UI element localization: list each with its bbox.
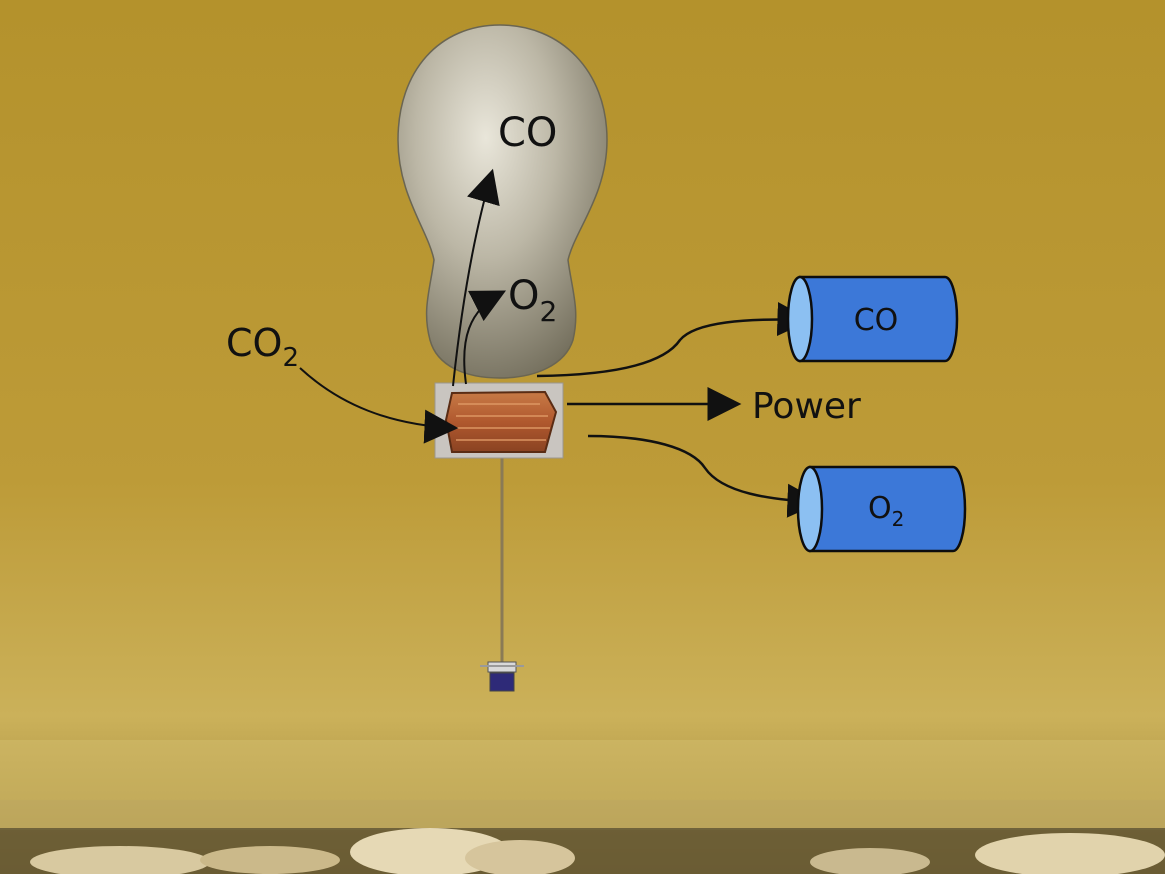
arrow-to-o2-in-balloon (463, 290, 507, 385)
probe-icon (480, 661, 524, 692)
co-tank: CO (786, 275, 959, 363)
o2-balloon-label: O2 (508, 273, 557, 328)
co2-input-label-base: CO (226, 321, 282, 365)
arrow-to-co-in-balloon (452, 168, 500, 387)
co2-input-label-sub: 2 (282, 343, 299, 373)
arrow-co2-input (299, 367, 459, 444)
co-tank-label: CO (854, 303, 899, 338)
co2-input-label: CO2 (226, 321, 299, 373)
balloon-icon (397, 24, 608, 379)
arrow-to-co-tank (536, 302, 812, 378)
co-balloon-label: CO (498, 110, 557, 156)
power-label: Power (752, 386, 861, 427)
o2-tank-label-base: O (868, 491, 892, 526)
o2-tank-label: O2 (868, 491, 904, 531)
arrow-to-o2-tank (587, 434, 822, 518)
o2-balloon-label-sub: 2 (539, 295, 557, 328)
electrolysis-module-icon (434, 382, 564, 459)
o2-balloon-label-base: O (508, 273, 539, 319)
o2-tank: O2 (796, 465, 967, 553)
o2-tank-label-sub: 2 (892, 507, 905, 531)
cloud-layer (0, 740, 1165, 874)
